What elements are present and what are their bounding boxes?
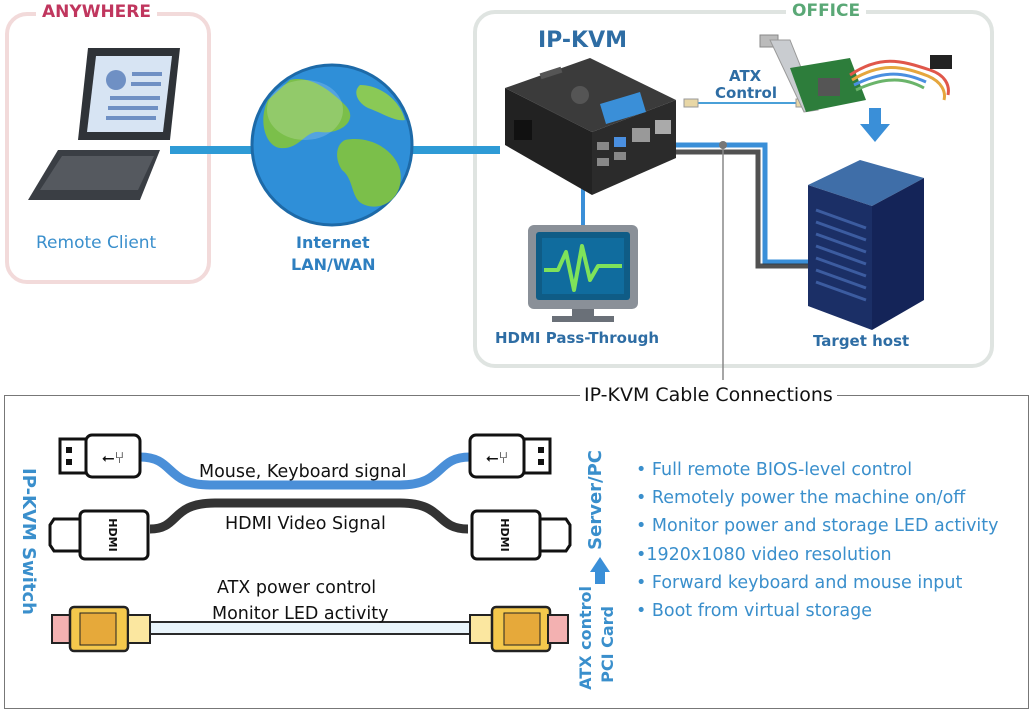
ipkvm-title: IP-KVM bbox=[538, 28, 628, 53]
ipkvm-switch-vertical-label: IP-KVM Switch bbox=[18, 468, 39, 615]
usb-plug-right-icon: ⭠⑂ bbox=[468, 433, 552, 479]
feature-item: • Boot from virtual storage bbox=[636, 601, 873, 621]
target-host-label: Target host bbox=[813, 332, 910, 350]
hdmi-plug-right-text: HDMI bbox=[498, 518, 511, 551]
ipkvm-device-icon bbox=[505, 58, 676, 195]
hdmi-plug-left-icon: HDMI bbox=[48, 509, 150, 561]
feature-item: • Remotely power the machine on/off bbox=[636, 488, 966, 508]
kvm-target-usb-link bbox=[675, 142, 810, 265]
hdmi-plug-right-icon: HDMI bbox=[470, 509, 572, 561]
pci-card-icon bbox=[759, 34, 952, 113]
hdmi-cable-label: HDMI Video Signal bbox=[225, 514, 386, 534]
rj45-plug-right-icon bbox=[469, 605, 569, 653]
feature-item: • Monitor power and storage LED activity bbox=[636, 516, 999, 536]
hdmi-cable bbox=[149, 498, 469, 534]
usb-cable bbox=[139, 452, 471, 490]
office-zone-title: OFFICE bbox=[786, 1, 867, 21]
atx-control-label-1: ATX bbox=[729, 67, 762, 85]
anywhere-zone-title: ANYWHERE bbox=[36, 2, 157, 22]
feature-item: • Full remote BIOS-level control bbox=[636, 460, 913, 480]
down-arrow-icon bbox=[860, 108, 890, 142]
laptop-icon bbox=[28, 48, 180, 200]
cables-diagram: ⭠⑂ ⭠⑂ HDMI HDMI bbox=[48, 433, 610, 653]
monitor-icon bbox=[528, 225, 638, 322]
cable-connections-title: IP-KVM Cable Connections bbox=[580, 384, 837, 406]
usb-cable-label: Mouse, Keyboard signal bbox=[199, 462, 407, 482]
svg-text:⭠⑂: ⭠⑂ bbox=[486, 448, 508, 467]
atx-cable-label-2: Monitor LED activity bbox=[212, 604, 389, 624]
hdmi-passthrough-label: HDMI Pass-Through bbox=[495, 329, 660, 347]
svg-text:⭠⑂: ⭠⑂ bbox=[102, 448, 124, 467]
cable-callout-dot bbox=[719, 141, 727, 149]
internet-label: Internet bbox=[296, 233, 370, 252]
network-diagram bbox=[28, 34, 952, 380]
atx-cable-plug-left bbox=[683, 98, 699, 108]
remote-client-label: Remote Client bbox=[36, 233, 157, 253]
server-pc-vertical-label: Server/PC bbox=[585, 450, 606, 550]
kvm-target-hdmi-link bbox=[675, 149, 810, 269]
cable-connections-panel bbox=[4, 395, 1029, 709]
usb-plug-left-icon: ⭠⑂ bbox=[58, 433, 142, 479]
lanwan-label: LAN/WAN bbox=[291, 255, 376, 274]
feature-item: •1920x1080 video resolution bbox=[636, 545, 892, 565]
atx-card-vertical-label-1: ATX control bbox=[576, 586, 595, 690]
feature-item: • Forward keyboard and mouse input bbox=[636, 573, 963, 593]
server-icon bbox=[808, 160, 924, 330]
hdmi-plug-left-text: HDMI bbox=[106, 518, 119, 551]
office-zone bbox=[473, 10, 994, 368]
atx-cable-label-1: ATX power control bbox=[217, 578, 377, 598]
up-arrow-icon bbox=[590, 557, 610, 584]
atx-control-label-2: Control bbox=[715, 84, 778, 102]
globe-icon bbox=[250, 63, 414, 227]
atx-card-vertical-label-2: PCI Card bbox=[598, 606, 617, 683]
rj45-plug-left-icon bbox=[51, 605, 151, 653]
